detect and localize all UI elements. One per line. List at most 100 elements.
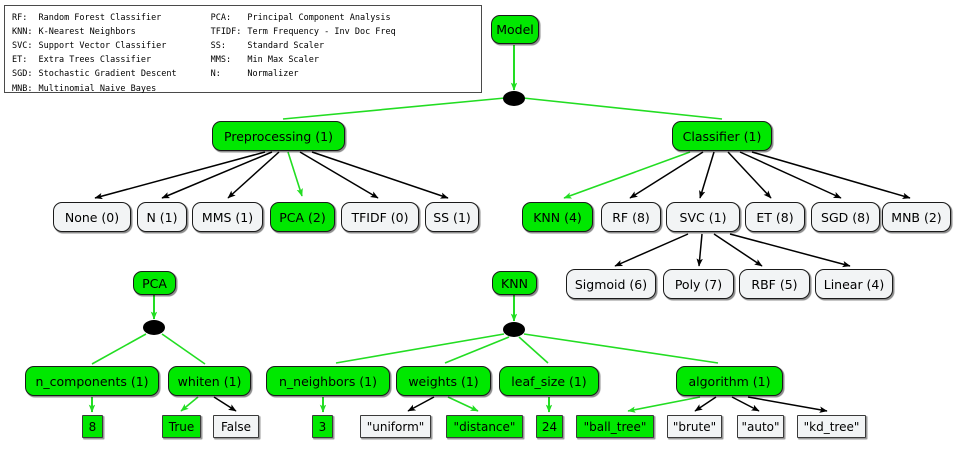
edge-preprocessing-none: [94, 151, 266, 200]
edge-classifier-knn: [563, 151, 691, 199]
node-svc-poly[interactable]: Poly (7): [663, 269, 734, 299]
node-param-n-neighbors[interactable]: n_neighbors (1): [266, 366, 390, 396]
edges-root: [88, 45, 911, 413]
edge-classifier-rf: [629, 151, 704, 199]
value-algorithm-kd-tree[interactable]: "kd_tree": [797, 415, 866, 438]
node-classifier-knn[interactable]: KNN (4): [522, 202, 593, 232]
edge-svc-sigmoid: [614, 233, 689, 267]
legend-row: SGD: Stochastic Gradient Descent N: Norm…: [12, 68, 396, 82]
junction-dot-pca: [143, 320, 165, 335]
legend-text: Principal Component Analysis: [247, 12, 391, 23]
legend-text: Term Frequency - Inv Doc Freq: [247, 26, 396, 37]
node-model[interactable]: Model: [491, 15, 539, 44]
value-whiten-false[interactable]: False: [213, 415, 259, 438]
edge-dot-classifier: [522, 97, 723, 120]
value-algorithm-auto[interactable]: "auto": [737, 415, 784, 438]
edge-algorithm-auto: [731, 396, 760, 412]
edge-knndot-algorithm: [523, 333, 719, 364]
legend-abbr: SVC:: [12, 40, 33, 51]
edge-whiten-true: [180, 396, 199, 412]
edge-svc-linear: [729, 233, 851, 268]
node-preprocessing-mms[interactable]: MMS (1): [192, 202, 263, 232]
node-preprocessing-pca[interactable]: PCA (2): [270, 202, 335, 232]
edge-weights-distance: [447, 396, 479, 412]
node-pca-root[interactable]: PCA: [133, 271, 176, 295]
edge-svc-poly: [696, 233, 703, 267]
node-classifier-sgd[interactable]: SGD (8): [811, 202, 880, 232]
junction-dot-model: [503, 91, 525, 106]
legend-table: RF: Random Forest Classifier PCA: Princi…: [12, 11, 396, 96]
legend-abbr: PCA:: [210, 12, 232, 23]
value-leaf-size-24[interactable]: 24: [536, 415, 563, 438]
node-param-leaf-size[interactable]: leaf_size (1): [499, 366, 599, 396]
node-classifier-rf[interactable]: RF (8): [601, 202, 661, 232]
node-param-algorithm[interactable]: algorithm (1): [676, 366, 783, 396]
edge-pcadot-whiten: [161, 333, 206, 365]
legend-text: Stochastic Gradient Descent: [38, 69, 177, 80]
edge-preprocessing-pca: [287, 151, 303, 197]
node-svc-sigmoid[interactable]: Sigmoid (6): [566, 269, 656, 299]
edge-svc-rbf: [713, 233, 763, 267]
legend-row: MNB: Multinomial Naive Bayes: [12, 82, 396, 96]
value-n-components-8[interactable]: 8: [82, 415, 103, 438]
edge-classifier-et: [727, 151, 772, 199]
legend-row: SVC: Support Vector Classifier SS: Stand…: [12, 39, 396, 53]
node-param-whiten[interactable]: whiten (1): [168, 366, 251, 396]
legend-text: Min Max Scaler: [247, 55, 320, 66]
node-svc-rbf[interactable]: RBF (5): [739, 269, 810, 299]
node-classifier[interactable]: Classifier (1): [672, 121, 772, 151]
legend-text: Support Vector Classifier: [38, 40, 167, 51]
edge-weights-uniform: [407, 396, 435, 412]
node-classifier-mnb[interactable]: MNB (2): [882, 202, 951, 232]
value-algorithm-brute[interactable]: "brute": [667, 415, 722, 438]
abbreviation-legend: RF: Random Forest Classifier PCA: Princi…: [4, 5, 482, 96]
edge-knndot-nneighbors: [335, 333, 505, 364]
junction-dot-knn: [503, 322, 525, 337]
legend-text: Extra Trees Classifier: [38, 55, 152, 66]
edge-classifier-svc: [699, 151, 715, 199]
node-preprocessing-n[interactable]: N (1): [137, 202, 187, 232]
node-classifier-svc[interactable]: SVC (1): [666, 202, 740, 232]
node-preprocessing[interactable]: Preprocessing (1): [212, 121, 345, 151]
edge-dot-preprocessing: [282, 97, 506, 120]
legend-text: Normalizer: [247, 69, 299, 80]
legend-abbr: SS:: [210, 40, 227, 51]
legend-text: Standard Scaler: [247, 40, 325, 51]
edge-preprocessing-mms: [227, 151, 280, 199]
node-classifier-et[interactable]: ET (8): [745, 202, 805, 232]
value-whiten-true[interactable]: True: [162, 415, 201, 438]
edge-preprocessing-ss: [311, 151, 449, 199]
edge-algorithm-brute: [694, 396, 717, 412]
legend-row: KNN: K-Nearest Neighbors TFIDF: Term Fre…: [12, 25, 396, 39]
node-param-weights[interactable]: weights (1): [396, 366, 491, 396]
legend-abbr: TFIDF:: [210, 26, 242, 37]
legend-abbr: MNB:: [12, 83, 33, 94]
node-svc-linear[interactable]: Linear (4): [815, 269, 893, 299]
legend-row: ET: Extra Trees Classifier MMS: Min Max …: [12, 54, 396, 68]
edge-classifier-sgd: [739, 151, 842, 199]
edge-preprocessing-tfidf: [299, 151, 379, 199]
value-n-neighbors-3[interactable]: 3: [312, 415, 333, 438]
node-param-n-components[interactable]: n_components (1): [25, 366, 159, 396]
value-algorithm-ball-tree[interactable]: "ball_tree": [576, 415, 654, 438]
edge-preprocessing-n: [161, 151, 273, 199]
node-preprocessing-tfidf[interactable]: TFIDF (0): [341, 202, 419, 232]
value-weights-distance[interactable]: "distance": [446, 415, 523, 438]
legend-text: K-Nearest Neighbors: [38, 26, 136, 37]
node-preprocessing-none[interactable]: None (0): [53, 202, 131, 232]
value-weights-uniform[interactable]: "uniform": [360, 415, 431, 438]
node-preprocessing-ss[interactable]: SS (1): [425, 202, 479, 232]
legend-abbr: KNN:: [12, 26, 33, 37]
edge-knndot-weights: [444, 336, 510, 364]
legend-abbr: MMS:: [210, 55, 232, 66]
edge-algorithm-kdtree: [747, 396, 828, 413]
legend-text: Random Forest Classifier: [38, 12, 162, 23]
legend-abbr: RF:: [12, 12, 28, 23]
edge-whiten-false: [213, 396, 237, 412]
node-knn-root[interactable]: KNN: [492, 271, 537, 295]
legend-row: RF: Random Forest Classifier PCA: Princi…: [12, 11, 396, 25]
edge-algorithm-balltree: [627, 396, 701, 413]
edge-knndot-leafsize: [518, 336, 549, 364]
